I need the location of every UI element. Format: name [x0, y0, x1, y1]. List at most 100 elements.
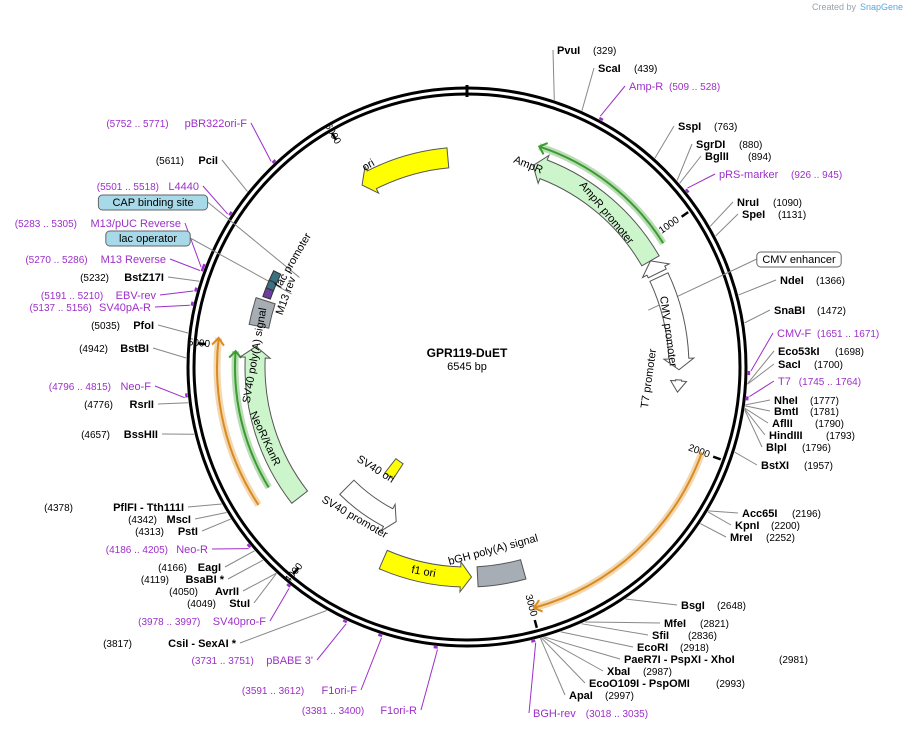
primer-name: SV40pA-R — [99, 302, 151, 314]
primer-pos: (926 .. 945) — [791, 170, 842, 181]
leader-lines — [152, 49, 777, 714]
leader-mrei — [700, 523, 727, 538]
watermark-brand: SnapGene — [860, 2, 903, 12]
primer-l4440: L4440(5501 .. 5518) — [97, 181, 233, 216]
leader-bsabi — [227, 559, 264, 580]
site-mfei: MfeI(2821) — [664, 618, 729, 630]
site-pos: (439) — [634, 64, 657, 75]
plasmid-length: 6545 bp — [447, 361, 487, 373]
site-bstxi: BstXI(1957) — [761, 460, 833, 472]
primer-t7: T7(1745 .. 1764) — [745, 376, 861, 401]
site-saci: SacI(1700) — [778, 359, 843, 371]
site-nhei: NheI(1777) — [774, 395, 839, 407]
leader-saci — [747, 363, 775, 385]
leader-kpni — [707, 511, 732, 526]
leader-xbai — [542, 637, 604, 672]
site-pos: (5611) — [156, 156, 184, 167]
leader-aflii — [744, 407, 769, 424]
primer-pos: (3018 .. 3035) — [586, 709, 648, 720]
site-hindiii: HindIII(1793) — [769, 430, 855, 442]
site-pos: (4050) — [169, 587, 198, 598]
leader-ndei — [738, 279, 777, 296]
site-pos: (2997) — [605, 691, 634, 702]
orf-neo-outer — [211, 336, 262, 507]
leader-acc65i — [708, 510, 739, 514]
site-bstz17i: BstZ17I(5232) — [80, 272, 164, 284]
site-name: AvrII — [215, 586, 239, 598]
primer-mark — [201, 263, 206, 269]
feature-layer — [211, 142, 706, 613]
site-apai: ApaI(2997) — [569, 690, 634, 702]
leader-pflfi-tth111i — [187, 503, 222, 508]
leader-stui — [253, 573, 277, 604]
site-paer7i-pspxi-xhoi: PaeR7I - PspXI - XhoI(2981) — [624, 654, 808, 666]
primer-neo-r: Neo-R(4186 .. 4205) — [106, 543, 252, 556]
leader-ecoo109i-pspomi — [541, 637, 586, 684]
orf-ampr — [537, 142, 667, 246]
site-pos: (2196) — [792, 509, 821, 520]
site-pos: (5035) — [91, 321, 120, 332]
primer-name: CMV-F — [777, 328, 812, 340]
site-name: BsgI — [681, 600, 705, 612]
feature-t7-promoter — [669, 379, 688, 393]
primer-pos: (1651 .. 1671) — [817, 329, 879, 340]
site-rsrii: RsrII(4776) — [84, 399, 154, 411]
leader-nrui — [709, 201, 734, 227]
primer-mark — [271, 159, 277, 164]
site-pos: (1698) — [835, 347, 864, 358]
tick-label-5000: 5000 — [187, 337, 211, 350]
primer-pos: (3381 .. 3400) — [302, 706, 364, 717]
site-name: CsiI - SexAI * — [168, 638, 237, 650]
site-name: PflFI - Tth111I — [113, 502, 184, 514]
watermark-prefix: Created by — [812, 2, 857, 12]
site-pos: (4342) — [128, 515, 157, 526]
site-csii-sexai: CsiI - SexAI *(3817) — [103, 638, 237, 650]
site-pos: (2987) — [643, 667, 672, 678]
feature-label-bgh-poly-a-signal: bGH poly(A) signal — [447, 532, 539, 567]
primer-pos: (3978 .. 3997) — [138, 617, 200, 628]
boxed-name: lac operator — [119, 233, 177, 245]
site-name: NruI — [737, 197, 759, 209]
site-xbai: XbaI(2987) — [607, 666, 672, 678]
site-mrei: MreI(2252) — [730, 532, 795, 544]
boxed-lac-operator: lac operator — [105, 230, 191, 247]
tick-label-1000: 1000 — [657, 214, 682, 236]
primer-pos: (3731 .. 3751) — [192, 656, 254, 667]
primer-mark — [598, 116, 604, 122]
site-snabi: SnaBI(1472) — [774, 305, 846, 317]
feature-sv40-ori — [384, 457, 404, 480]
leader-pcii — [221, 159, 248, 192]
leader-bstbi — [152, 347, 187, 359]
primer-pos: (5270 .. 5286) — [25, 255, 87, 266]
orf-neor — [228, 349, 272, 490]
site-pvui: PvuI(329) — [557, 45, 616, 57]
site-pos: (1781) — [810, 407, 839, 418]
leader-primer-sv40pa-r — [154, 304, 190, 308]
site-name: StuI — [229, 598, 250, 610]
primer-name: BGH-rev — [533, 708, 576, 720]
leader-psti — [201, 518, 231, 532]
site-name: EagI — [198, 562, 221, 574]
leader-primer-prs-marker — [687, 173, 716, 189]
primer-name: pRS-marker — [719, 169, 779, 181]
feature-bgh-polya — [476, 559, 527, 588]
primer-mark — [200, 266, 205, 272]
site-ndei: NdeI(1366) — [780, 275, 845, 287]
leader-primer-pbabe-3 — [316, 623, 347, 661]
site-name: SgrDI — [696, 139, 725, 151]
site-name: NdeI — [780, 275, 804, 287]
leader-blpi — [744, 409, 763, 448]
leader-sspi — [654, 125, 675, 159]
site-msci: MscI(4342) — [128, 514, 191, 526]
site-pos: (4657) — [81, 430, 110, 441]
primer-bgh-rev: BGH-rev (3018 .. 3035) — [530, 639, 648, 720]
site-name: RsrII — [130, 399, 154, 411]
tick-1000 — [680, 211, 689, 218]
site-pos: (1957) — [804, 461, 833, 472]
feature-lac-promoter — [268, 270, 282, 284]
site-name: Acc65I — [742, 508, 777, 520]
site-pos: (1796) — [802, 443, 831, 454]
site-pos: (1790) — [815, 419, 844, 430]
site-pos: (1793) — [826, 431, 855, 442]
